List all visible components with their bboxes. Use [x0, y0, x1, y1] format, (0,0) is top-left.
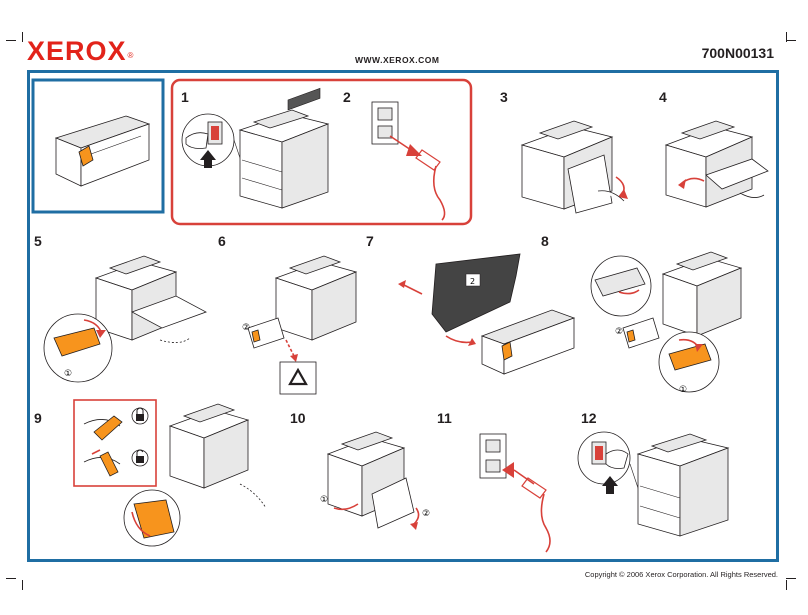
step5-illustration: ①: [43, 255, 207, 383]
step-number: 8: [541, 233, 549, 249]
callout-one: ①: [64, 369, 72, 379]
instruction-frame: [27, 70, 779, 562]
copyright-notice: Copyright © 2006 Xerox Corporation. All …: [584, 570, 778, 579]
step12-illustration: [577, 431, 730, 537]
step3-illustration: [520, 120, 628, 214]
step-number: 9: [34, 410, 42, 426]
cartridge-number: 2: [470, 277, 475, 286]
step9-illustration: [73, 399, 267, 547]
step-number: 11: [437, 410, 452, 426]
arrow-icon: [200, 150, 216, 168]
arrow-icon: [502, 462, 514, 478]
step-number: 2: [343, 89, 351, 105]
step-number: 5: [34, 233, 42, 249]
part-number: 700N00131: [701, 45, 774, 61]
arrow-icon: [602, 476, 618, 494]
toner-cartridge-bag: [431, 253, 521, 333]
crop-mark: [786, 32, 787, 42]
callout-two: ②: [615, 327, 623, 337]
crop-mark: [22, 32, 23, 42]
step-number: 6: [218, 233, 226, 249]
step-number: 1: [181, 89, 189, 105]
callout-one: ①: [320, 495, 328, 505]
step-number: 7: [366, 233, 374, 249]
step1-illustration: [181, 87, 330, 209]
step8-illustration: ② ①: [590, 251, 743, 395]
step11-illustration: [479, 433, 551, 553]
step-number: 10: [290, 410, 306, 426]
crop-mark: [6, 40, 16, 41]
crop-mark: [786, 580, 787, 590]
step-number: 12: [581, 410, 597, 426]
power-switch-icon: [595, 446, 603, 460]
step6-illustration: ②: [242, 255, 358, 395]
step-number: 3: [500, 89, 508, 105]
brand-logo: XEROX®: [27, 36, 134, 66]
crop-mark: [6, 578, 16, 579]
callout-two: ②: [242, 323, 250, 333]
step7-illustration: 2: [398, 253, 576, 375]
arrow-icon: [406, 144, 422, 156]
website-url: WWW.XEROX.COM: [355, 55, 440, 65]
crop-mark: [22, 580, 23, 590]
crop-mark: [786, 578, 796, 579]
crop-mark: [786, 40, 796, 41]
step10-illustration: ② ①: [320, 431, 430, 530]
warning-group-box: [170, 78, 473, 226]
step-number: 4: [659, 89, 667, 105]
step2-illustration: [371, 101, 446, 221]
callout-two: ②: [422, 509, 430, 519]
recycle-icon: [279, 361, 317, 395]
power-switch-icon: [211, 126, 219, 140]
step4-illustration: [664, 120, 769, 208]
callout-one: ①: [679, 385, 687, 395]
kit-contents-illustration: [31, 78, 165, 214]
